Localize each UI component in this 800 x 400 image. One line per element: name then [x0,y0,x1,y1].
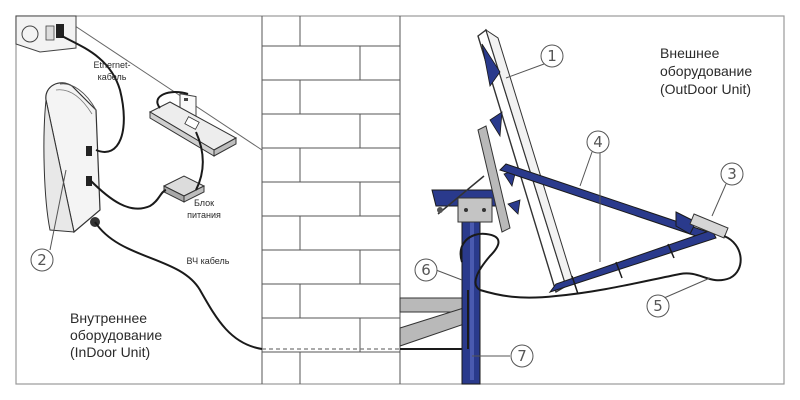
ethernet-wall-panel [15,15,77,53]
indoor-title-line1: Внутреннее [70,310,147,326]
outdoor-title-line1: Внешнее [660,45,720,61]
callout-4-number: 4 [593,133,603,151]
lnb-feed [675,211,729,239]
callout-6-circle [414,258,438,282]
feed-arms [499,163,717,295]
callout-4-leader-a [579,151,593,187]
indoor-cables [61,35,468,350]
mount-head [431,175,505,223]
callout-5-circle [646,294,670,318]
mount-mast [461,205,481,385]
callout-3-circle [720,162,744,186]
callout-7-number: 7 [517,347,527,365]
outdoor-cables [459,232,742,349]
callout-2-number: 2 [37,251,47,269]
power-strip [148,101,238,157]
power-label-line1: Блок [194,198,214,208]
power-adapter [162,175,206,203]
callout-5-number: 5 [653,297,663,315]
brick-wall [261,16,401,384]
outdoor-title-line3: (OutDoor Unit) [660,81,751,97]
rf-cable-label: ВЧ кабель [187,256,230,266]
elevation-rod [477,125,511,233]
indoor-title-line3: (InDoor Unit) [70,344,150,360]
room-wall-edge [59,15,263,151]
ethernet-label-line1: Ethernet- [93,60,130,70]
callout-4-circle [586,130,610,154]
callout-1-number: 1 [547,47,557,65]
outdoor-title-line2: оборудование [660,63,752,79]
callout-2-circle [30,248,54,272]
satellite-modem [43,82,101,234]
callout-2-leader [49,169,67,251]
callout-7-circle [510,344,534,368]
callout-6-number: 6 [421,261,431,279]
strip-cord [156,90,189,109]
ethernet-label-line2: кабель [98,72,127,82]
callout-3-leader [711,183,727,217]
callout-1-leader [505,63,545,79]
callout-1-circle [540,44,564,68]
callout-5-leader [663,277,711,299]
callout-3-number: 3 [727,165,737,183]
callout-6-leader [435,269,463,281]
power-label-line2: питания [187,210,221,220]
indoor-title-line2: оборудование [70,327,162,343]
